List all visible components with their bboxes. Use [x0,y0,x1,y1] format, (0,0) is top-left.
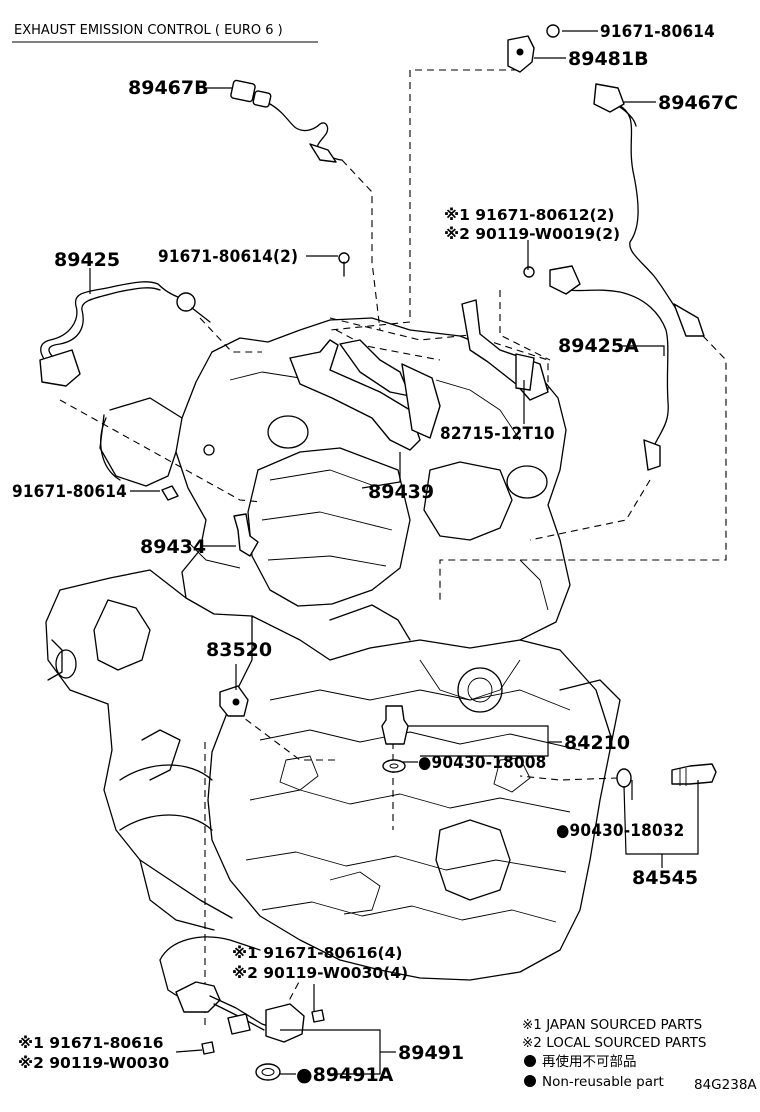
label-83520: 83520 [206,639,272,661]
sensor-89491-illustration [175,981,325,1081]
label-89491A: ●89491A [296,1064,394,1086]
non-reusable-dot-icon [524,1075,536,1087]
legend-local-sourced: ※2 LOCAL SOURCED PARTS [522,1035,707,1051]
label-89491: 89491 [398,1042,464,1064]
label-89439: 89439 [368,481,434,503]
label-89425A: 89425A [558,335,639,357]
legend-non-reusable-en: Non-reusable part [542,1074,664,1090]
label-89481B: 89481B [568,48,649,70]
title-text: EXHAUST EMISSION CONTROL ( EURO 6 ) [14,23,283,38]
label-91671-80614-top: 91671-80614 [600,22,715,42]
label-84545: 84545 [632,867,698,889]
dashed-reference-lines [59,69,727,1030]
bolt-91671-80614-left-illustration [161,485,179,501]
label-91671-80616-4: ※1 91671-80616(4) [232,944,403,962]
bracket-82715-illustration [461,299,549,401]
label-91671-80616: ※1 91671-80616 [18,1034,164,1052]
label-84210: 84210 [564,732,630,754]
leader-lines [89,30,699,1075]
label-89434: 89434 [140,536,206,558]
label-90430-18008: ●90430-18008 [418,753,547,773]
legend: ※1 JAPAN SOURCED PARTS ※2 LOCAL SOURCED … [522,1017,707,1090]
label-89425: 89425 [54,249,120,271]
legend-non-reusable-jp: 再使用不可部品 [542,1053,637,1070]
bracket-89434-illustration [233,513,259,557]
non-reusable-dot-icon [524,1055,536,1067]
label-82715-12T10: 82715-12T10 [440,424,555,444]
sensor-89425A-illustration [523,265,669,471]
diagram-title: EXHAUST EMISSION CONTROL ( EURO 6 ) [12,23,318,43]
label-90430-18032: ●90430-18032 [556,821,685,841]
sensor-89425-illustration [39,281,211,387]
bracket-89439-illustration [289,252,441,451]
part-labels: 91671-80614 89481B 89467B 89467C ※1 9167… [12,22,738,1086]
part-83520-illustration [219,685,249,717]
sensor-89481B-illustration [507,24,560,73]
sensor-89467B-illustration [230,79,343,163]
label-91671-80614-left: 91671-80614 [12,482,127,502]
engine-illustration [45,317,621,1005]
label-91671-80612: ※1 91671-80612(2) [444,206,615,224]
sensor-89467C-illustration [593,83,705,337]
diagram-code: 84G238A [694,1077,757,1093]
label-90119-W0030: ※2 90119-W0030 [18,1054,169,1072]
part-84210-illustration [381,705,409,773]
legend-japan-sourced: ※1 JAPAN SOURCED PARTS [522,1017,702,1033]
label-90119-W0030-4: ※2 90119-W0030(4) [232,964,408,982]
label-89467C: 89467C [658,92,738,114]
label-89467B: 89467B [128,77,209,99]
label-90119-W0019: ※2 90119-W0019(2) [444,225,620,243]
label-91671-80614-2: 91671-80614(2) [158,247,298,267]
